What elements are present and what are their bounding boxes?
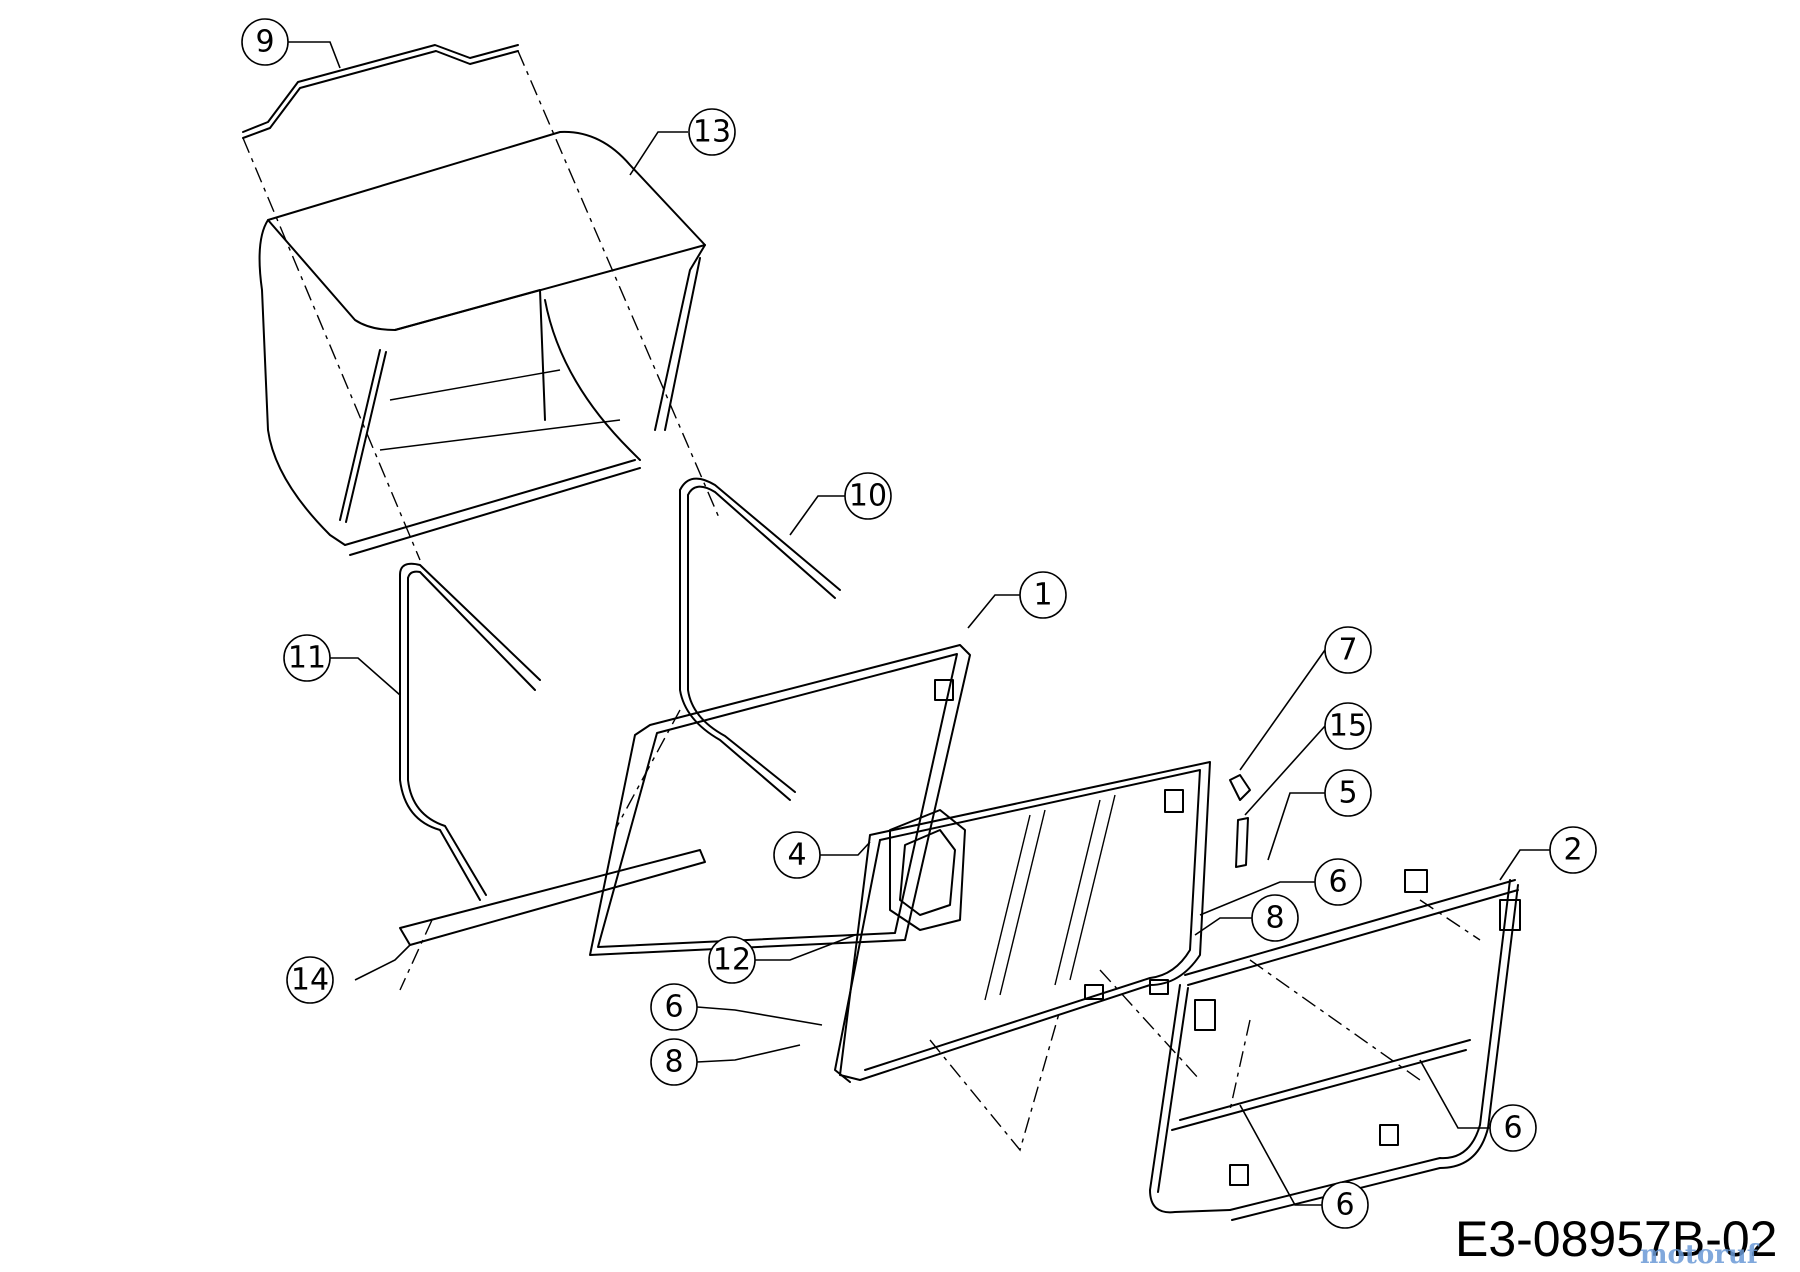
callout-15-label: 15 bbox=[1329, 709, 1367, 744]
part-7-strip bbox=[1229, 774, 1251, 801]
callout-8-left-label: 8 bbox=[664, 1045, 683, 1080]
callout-13-label: 13 bbox=[693, 115, 731, 150]
watermark-logo: motoruf bbox=[1640, 1240, 1758, 1270]
callout-12-label: 12 bbox=[713, 943, 751, 978]
callout-6-right: 6 bbox=[1489, 1104, 1537, 1152]
callout-7: 7 bbox=[1324, 626, 1372, 674]
callout-6-bottom: 6 bbox=[1321, 1181, 1369, 1229]
callout-1-label: 1 bbox=[1033, 578, 1052, 613]
callout-7-label: 7 bbox=[1338, 633, 1357, 668]
callout-8-upper: 8 bbox=[1251, 894, 1299, 942]
callout-10-label: 10 bbox=[849, 479, 887, 514]
callout-10: 10 bbox=[844, 472, 892, 520]
part-10-support-arm bbox=[679, 477, 841, 801]
callout-8-left: 8 bbox=[650, 1038, 698, 1086]
callout-9: 9 bbox=[241, 18, 289, 66]
part-13-grass-bag bbox=[258, 130, 706, 556]
drawing-code: E3-08957B-02 bbox=[1455, 1211, 1778, 1267]
callout-4-label: 4 bbox=[787, 838, 806, 873]
callout-6-bottom-label: 6 bbox=[1335, 1188, 1354, 1223]
callout-4: 4 bbox=[773, 831, 821, 879]
callout-12: 12 bbox=[708, 936, 756, 984]
callout-14: 14 bbox=[286, 956, 334, 1004]
part-11-support-arm bbox=[399, 562, 541, 901]
part-9-handle-rod bbox=[242, 44, 519, 139]
callout-5: 5 bbox=[1324, 769, 1372, 817]
callout-13: 13 bbox=[688, 108, 736, 156]
part-2-rear-frame bbox=[1149, 869, 1521, 1221]
callout-6-upper-label: 6 bbox=[1328, 865, 1347, 900]
callout-6-left: 6 bbox=[650, 983, 698, 1031]
callout-11-label: 11 bbox=[288, 641, 326, 676]
part-14-bottom-bar bbox=[399, 849, 706, 946]
callout-11: 11 bbox=[283, 634, 331, 682]
cover-plate bbox=[834, 761, 1211, 1083]
callout-14-label: 14 bbox=[291, 963, 329, 998]
alignment-lines bbox=[242, 50, 1481, 1152]
callout-1: 1 bbox=[1019, 571, 1067, 619]
leader-lines bbox=[285, 41, 1550, 1206]
part-15-strip bbox=[1235, 817, 1249, 868]
callout-2: 2 bbox=[1549, 826, 1597, 874]
part-1-seal-frame bbox=[589, 644, 971, 956]
callout-15: 15 bbox=[1324, 702, 1372, 750]
callout-2-label: 2 bbox=[1563, 833, 1582, 868]
callout-6-upper: 6 bbox=[1314, 858, 1362, 906]
callout-8-upper-label: 8 bbox=[1265, 901, 1284, 936]
callout-6-right-label: 6 bbox=[1503, 1111, 1522, 1146]
callout-9-label: 9 bbox=[255, 25, 274, 60]
callout-6-left-label: 6 bbox=[664, 990, 683, 1025]
callout-5-label: 5 bbox=[1338, 776, 1357, 811]
